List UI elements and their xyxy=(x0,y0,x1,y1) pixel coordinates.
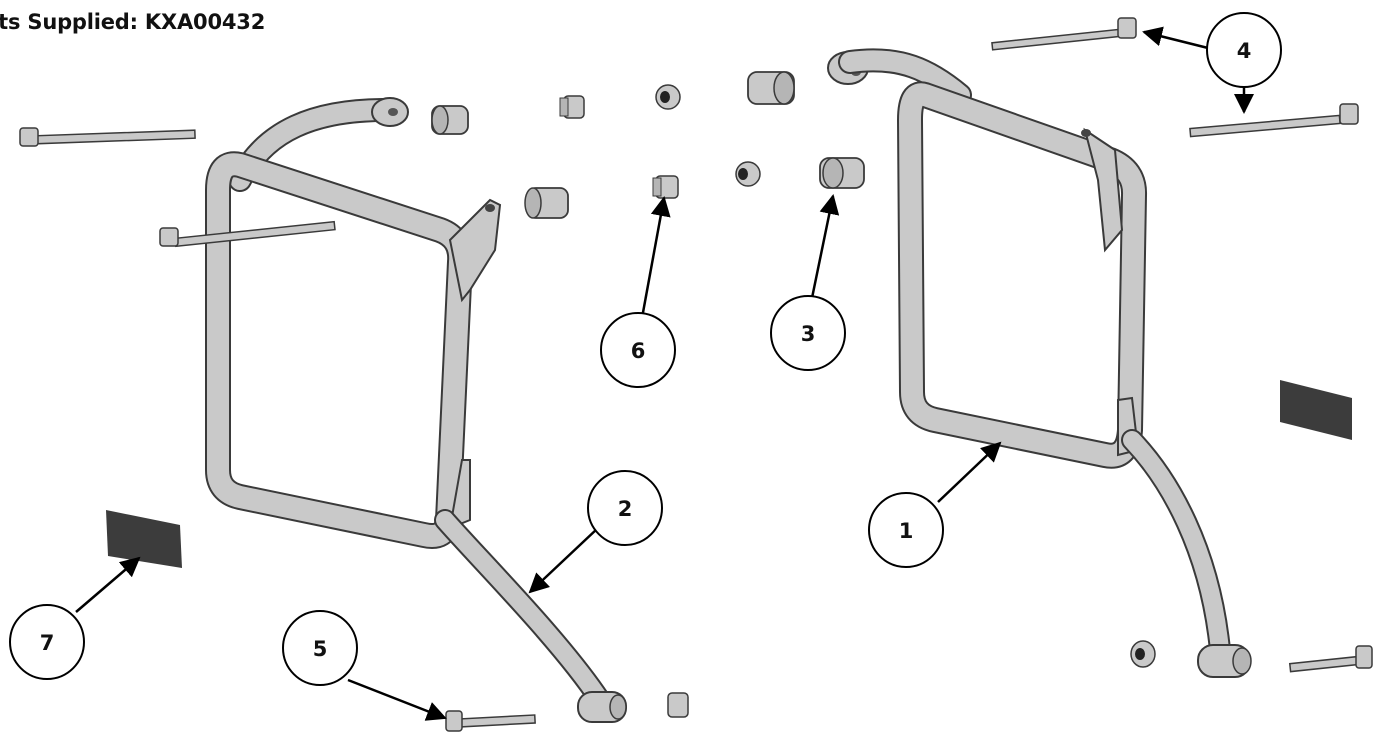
leader-3 xyxy=(810,194,840,299)
leader-2 xyxy=(528,527,599,594)
lock-nut-2 xyxy=(735,161,761,187)
leader-4a xyxy=(1142,26,1209,50)
short-bolt-lower-right xyxy=(1288,645,1373,673)
rubber-pad-right xyxy=(1280,380,1352,440)
callout-6-label: 6 xyxy=(631,339,646,363)
leader-6 xyxy=(640,196,671,319)
lock-nut-1 xyxy=(655,84,681,110)
long-bolt-mid-left xyxy=(159,220,336,248)
lock-nut-lower-right xyxy=(1130,640,1156,668)
callout-2: 2 xyxy=(587,470,663,546)
bushing-1 xyxy=(431,105,469,135)
flange-nut-2 xyxy=(652,175,679,199)
leader-7 xyxy=(75,556,141,613)
callout-6: 6 xyxy=(600,312,676,388)
callout-7: 7 xyxy=(9,604,85,680)
callout-1: 1 xyxy=(868,492,944,568)
callout-5-label: 5 xyxy=(313,637,328,661)
right-side-frame xyxy=(827,48,1252,678)
callout-3-label: 3 xyxy=(801,322,816,346)
callout-4-label: 4 xyxy=(1237,39,1252,63)
callout-4: 4 xyxy=(1206,12,1282,88)
bushing-4 xyxy=(819,157,865,189)
callout-3: 3 xyxy=(770,295,846,371)
leader-5 xyxy=(347,678,447,721)
bushing-2 xyxy=(524,187,569,219)
long-bolt-top-left xyxy=(19,127,196,147)
bushing-3 xyxy=(747,71,795,105)
leader-1 xyxy=(937,441,1002,503)
long-bolt-top-right xyxy=(991,17,1137,51)
callout-7-label: 7 xyxy=(40,631,55,655)
flange-nut-lower-left xyxy=(667,692,689,718)
callout-5: 5 xyxy=(282,610,358,686)
page-title: rts Supplied: KXA00432 xyxy=(0,10,266,34)
rubber-pad-left xyxy=(106,510,182,568)
long-bolt-right xyxy=(1189,103,1359,138)
left-side-frame xyxy=(205,97,627,723)
short-bolt-lower-left xyxy=(445,710,536,732)
callout-2-label: 2 xyxy=(618,497,633,521)
leader-lines xyxy=(75,26,1254,721)
flange-nut-1 xyxy=(559,95,585,119)
callout-1-label: 1 xyxy=(899,519,914,543)
